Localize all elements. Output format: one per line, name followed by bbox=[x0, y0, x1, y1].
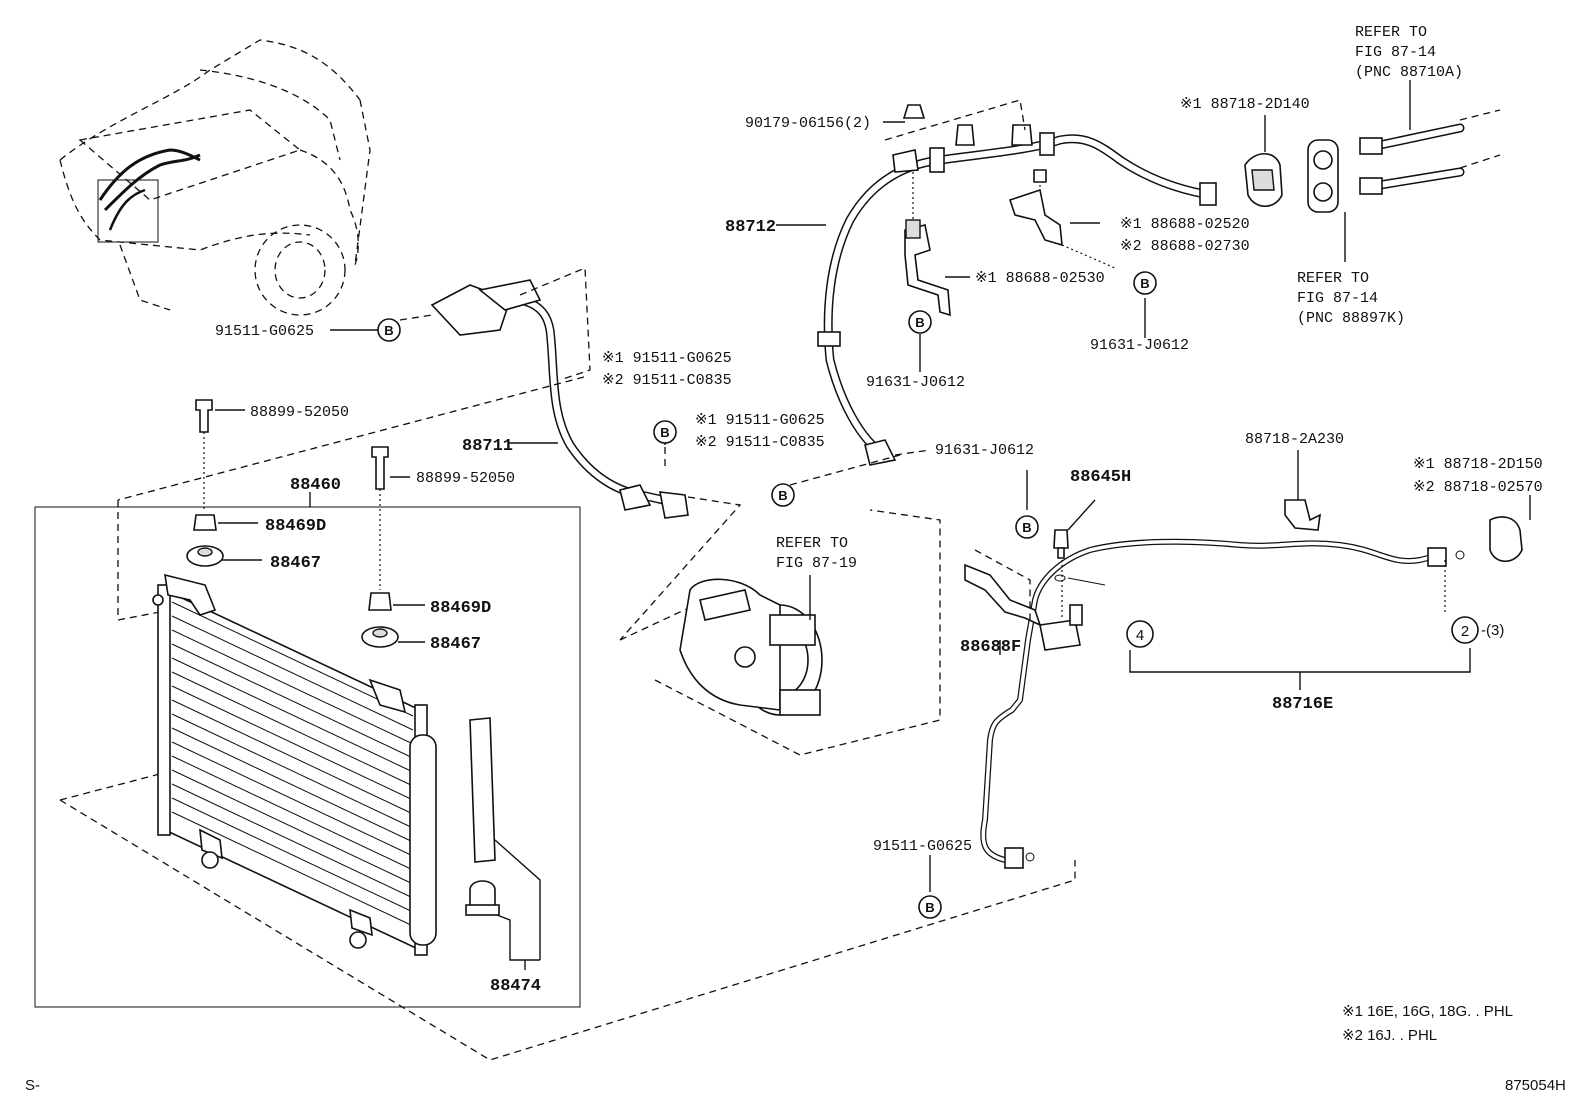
label-91511-c0835-c: ※2 91511-C0835 bbox=[695, 434, 825, 451]
label-88718-2a230: 88718-2A230 bbox=[1245, 431, 1344, 448]
label-88716e: 88716E bbox=[1272, 695, 1333, 714]
condenser-fins bbox=[171, 601, 414, 927]
callout-b-4 bbox=[908, 310, 932, 334]
label-refer-87-19-2: FIG 87-19 bbox=[776, 555, 857, 572]
note-2: ※2 16J. . PHL bbox=[1342, 1027, 1437, 1044]
label-88688-02520: ※1 88688-02520 bbox=[1120, 216, 1250, 233]
label-refer-87-14-b2: FIG 87-14 bbox=[1297, 290, 1378, 307]
callout-b-6 bbox=[1015, 515, 1039, 539]
svg-text:2: 2 bbox=[1461, 623, 1469, 640]
label-88899-52050-a: 88899-52050 bbox=[250, 404, 349, 421]
vehicle-location-sketch bbox=[59, 39, 371, 316]
label-refer-87-14-b3: (PNC 88897K) bbox=[1297, 310, 1405, 327]
label-refer-87-14-a3: (PNC 88710A) bbox=[1355, 64, 1463, 81]
connector-block-top bbox=[1244, 80, 1501, 262]
label-91511-g0625-b: ※1 91511-G0625 bbox=[602, 350, 732, 367]
label-88688-02730: ※2 88688-02730 bbox=[1120, 238, 1250, 255]
callout-b-markers: B B B B B B B 4 2 bbox=[377, 271, 1479, 919]
label-refer-87-14-a1: REFER TO bbox=[1355, 24, 1427, 41]
compressor-sketch bbox=[619, 509, 941, 756]
label-88469d-b: 88469D bbox=[430, 599, 491, 618]
svg-text:B: B bbox=[1022, 520, 1031, 535]
figure-number: 875054H bbox=[1505, 1077, 1566, 1094]
label-88688-02530: ※1 88688-02530 bbox=[975, 270, 1105, 287]
label-88718-2d150: ※1 88718-2D150 bbox=[1413, 456, 1543, 473]
label-91631-j0612-a: 91631-J0612 bbox=[1090, 337, 1189, 354]
hose-88711 bbox=[117, 267, 742, 641]
svg-text:4: 4 bbox=[1136, 627, 1144, 644]
callout-4 bbox=[1126, 620, 1154, 648]
label-91631-j0612-b: 91631-J0612 bbox=[866, 374, 965, 391]
label-88467-a: 88467 bbox=[270, 554, 321, 573]
label-88467-b: 88467 bbox=[430, 635, 481, 654]
callout-b-1 bbox=[377, 318, 401, 342]
callout-b-5 bbox=[1133, 271, 1157, 295]
hose-88712 bbox=[776, 99, 1217, 486]
callout-2 bbox=[1451, 616, 1479, 644]
label-refer-87-14-a2: FIG 87-14 bbox=[1355, 44, 1436, 61]
label-91511-g0625-d: 91511-G0625 bbox=[873, 838, 972, 855]
label-88474: 88474 bbox=[490, 977, 541, 996]
label-88645h: 88645H bbox=[1070, 468, 1131, 487]
label-88712: 88712 bbox=[725, 218, 776, 237]
label-88899-52050-b: 88899-52050 bbox=[416, 470, 515, 487]
svg-text:B: B bbox=[660, 425, 669, 440]
label-88460: 88460 bbox=[290, 476, 341, 495]
svg-text:B: B bbox=[915, 315, 924, 330]
svg-text:B: B bbox=[1140, 276, 1149, 291]
label-qty-3: -(3) bbox=[1481, 622, 1504, 639]
part-labels: 90179-06156(2) 88712 ※1 88718-2D140 REFE… bbox=[215, 24, 1543, 996]
label-88718-02570: ※2 88718-02570 bbox=[1413, 479, 1543, 496]
label-refer-87-19-1: REFER TO bbox=[776, 535, 848, 552]
section-mark: S- bbox=[25, 1077, 40, 1094]
condenser-assembly bbox=[34, 399, 1076, 1061]
footnotes: ※1 16E, 16G, 18G. . PHL ※2 16J. . PHL S-… bbox=[25, 1003, 1566, 1094]
label-91511-c0835-b: ※2 91511-C0835 bbox=[602, 372, 732, 389]
svg-text:B: B bbox=[778, 488, 787, 503]
label-91631-j0612-c: 91631-J0612 bbox=[935, 442, 1034, 459]
label-90179-06156: 90179-06156(2) bbox=[745, 115, 871, 132]
label-91511-g0625-c: ※1 91511-G0625 bbox=[695, 412, 825, 429]
label-88718-2d140: ※1 88718-2D140 bbox=[1180, 96, 1310, 113]
label-91511-g0625-a: 91511-G0625 bbox=[215, 323, 314, 340]
svg-text:B: B bbox=[384, 323, 393, 338]
callout-b-2 bbox=[653, 420, 677, 444]
label-88688f: 88688F bbox=[960, 638, 1021, 657]
svg-text:B: B bbox=[925, 900, 934, 915]
label-88711: 88711 bbox=[462, 437, 513, 456]
label-refer-87-14-b1: REFER TO bbox=[1297, 270, 1369, 287]
label-88469d-a: 88469D bbox=[265, 517, 326, 536]
note-1: ※1 16E, 16G, 18G. . PHL bbox=[1342, 1003, 1513, 1020]
callout-b-7 bbox=[918, 895, 942, 919]
callout-b-3 bbox=[771, 483, 795, 507]
pipe-88716e bbox=[964, 450, 1531, 869]
